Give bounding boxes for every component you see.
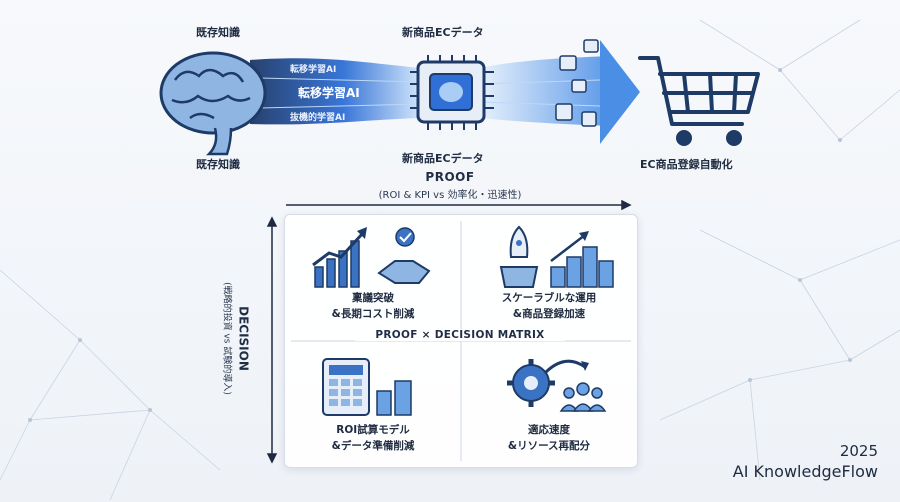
calculator-data-icon (322, 358, 412, 416)
existing-knowledge-label-top: 既存知識 (196, 26, 240, 39)
transfer-ai-label: 転移学習AI (298, 86, 360, 100)
cell-top-right-line1: スケーラブルな運用 (501, 292, 597, 304)
product-boxes-icon (555, 39, 599, 127)
flow-band-left (250, 58, 420, 125)
cell-bottom-left-line2: &データ準備削減 (331, 440, 415, 452)
proof-axis-title: PROOF (425, 170, 475, 184)
brain-icon (159, 51, 267, 156)
matrix-cell-bottom-left: ROI試算モデル &データ準備削減 (285, 341, 461, 467)
matrix-cell-top-right: スケーラブルな運用 &商品登録加速 (461, 215, 637, 341)
cell-bottom-right-line2: &リソース再配分 (507, 440, 591, 452)
matrix-grid (291, 221, 631, 461)
pipeline-graphic (159, 39, 760, 156)
result-label: EC商品登録自動化 (640, 158, 733, 171)
proof-axis-arrowhead (621, 199, 632, 211)
growth-chart-handshake-icon (312, 227, 431, 288)
matrix-cell-top-left: 稟議突破 &長期コスト削減 (285, 215, 461, 341)
cell-bottom-right-line1: 適応速度 (528, 424, 570, 436)
brand-name: AI KnowledgeFlow (732, 462, 878, 481)
brand-block: 2025 AI KnowledgeFlow (733, 442, 878, 481)
new-data-label-bottom: 新商品ECデータ (402, 152, 484, 165)
brand-year: 2025 (839, 442, 878, 460)
cell-bottom-left-line1: ROI試算モデル (336, 424, 410, 436)
new-data-label-top: 新商品ECデータ (402, 26, 484, 39)
transfer-ai-small-label-top: 転移学習AI (290, 65, 337, 75)
decision-axis-arrowhead-top (266, 216, 278, 227)
flow-band-right (480, 56, 610, 126)
cell-top-right-line2: &商品登録加速 (512, 308, 586, 320)
shopping-cart-icon (638, 56, 760, 146)
matrix-panel: 稟議突破 &長期コスト削減 スケーラブルな運用 &商品登録加速 (284, 214, 638, 468)
flow-arrow-head (600, 40, 640, 144)
cell-top-left-line1: 稟議突破 (352, 292, 394, 304)
matrix-title: PROOF × DECISION MATRIX (355, 329, 565, 341)
proof-axis-subtitle: (ROI & KPI vs 効率化・迅速性) (378, 190, 522, 201)
existing-knowledge-label-bottom: 既存知識 (196, 158, 240, 171)
decision-axis-arrowhead-bottom (266, 453, 278, 464)
decision-axis-subtitle: (戦略的投資 vs 試験的導入) (221, 282, 232, 395)
gear-people-icon (507, 359, 607, 412)
rocket-boxes-icon (499, 225, 614, 288)
cell-top-left-line2: &長期コスト削減 (331, 308, 415, 320)
matrix-cell-bottom-right: 適応速度 &リソース再配分 (461, 341, 637, 467)
decision-axis-title: DECISION (236, 306, 251, 371)
ai-chip-icon (410, 55, 494, 130)
transfer-ai-small-label-bottom: 抜機的学習AI (290, 113, 346, 123)
